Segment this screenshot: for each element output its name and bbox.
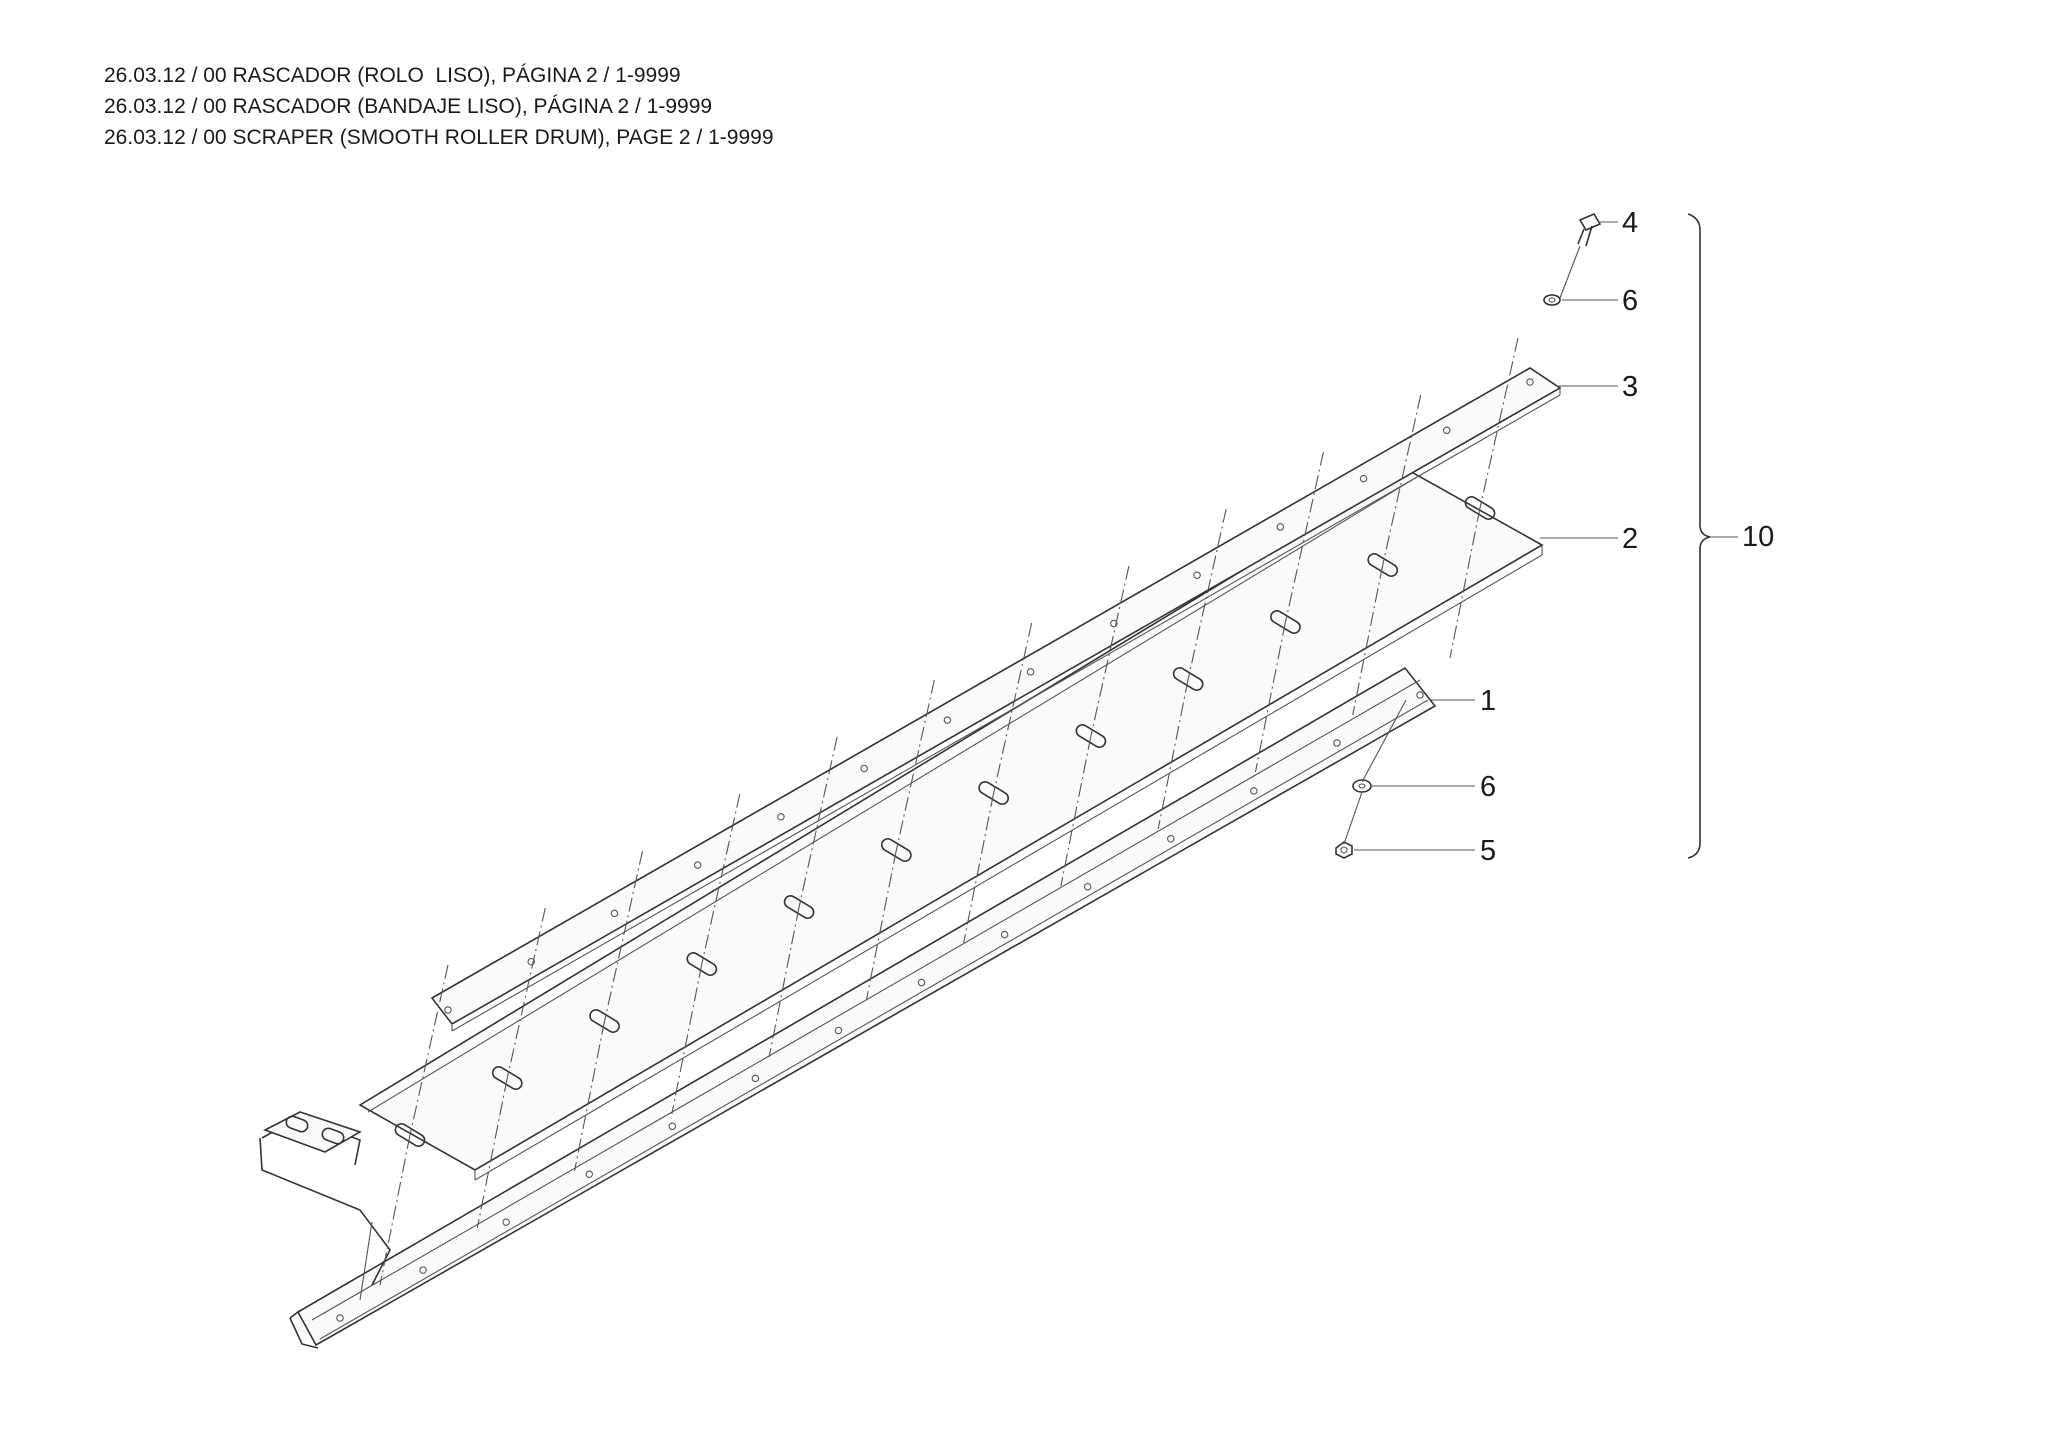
hole [336,1314,344,1322]
slot [783,895,815,919]
hole [693,861,702,869]
assembly-line [895,679,935,851]
hole [527,957,535,966]
slot [880,838,912,862]
hole [751,1074,760,1083]
hole [777,813,785,821]
assembly-line [1187,508,1227,680]
assembly-line [1352,564,1384,716]
hole [1250,787,1258,795]
callout-4: 4 [1622,207,1638,239]
callout-6-lower: 6 [1480,771,1496,803]
bolt-holes [336,378,1534,1322]
assembly-line [701,793,741,965]
assembly-line [1382,394,1422,566]
callout-1: 1 [1480,685,1496,717]
assembly-line [409,964,449,1136]
part-6-washer-upper [1543,294,1561,306]
slot [1464,496,1496,520]
slot [1367,553,1399,577]
header-line-pt: 26.03.12 / 00 RASCADOR (ROLO LISO), PÁGI… [104,64,681,87]
frame-bracket [259,1111,391,1301]
assembly-line [1479,337,1519,509]
assembly-line [604,850,644,1022]
hole [1167,835,1175,843]
slot [1270,610,1301,634]
assembly-line [574,1020,606,1172]
hole [834,1026,843,1035]
assembly-line [1254,621,1286,773]
hole [860,764,868,773]
hole [1359,474,1368,483]
part-1-angle-bar [289,666,1437,1349]
hole [444,1006,452,1014]
assembly-line [379,1134,411,1286]
assembly-line [963,792,995,944]
assembly-line [768,906,800,1058]
callout-5: 5 [1480,835,1496,867]
assembly-line [993,622,1033,794]
assembly-line [1060,735,1092,887]
hole [1193,571,1201,579]
assembly-line [476,1077,508,1229]
leader-lines [1343,213,1738,859]
callout-6-upper: 6 [1622,285,1638,317]
slot [686,952,718,976]
header-line-es: 26.03.12 / 00 RASCADOR (BANDAJE LISO), P… [104,95,713,118]
hole [610,909,619,918]
slot [1172,667,1204,691]
assembly-line [1449,507,1481,659]
assembly-line [506,907,546,1079]
assembly-lines [379,337,1519,1286]
assembly-line [865,849,897,1001]
callout-2: 2 [1622,523,1638,555]
hole [1083,882,1092,891]
hole [1416,691,1424,699]
hole [1026,668,1035,676]
assembly-line [671,963,703,1115]
slot [394,1123,426,1147]
part-5-nut [1335,841,1353,859]
hole [1443,426,1451,435]
slot [1075,724,1107,748]
page-header: 26.03.12 / 00 RASCADOR (ROLO LISO), PÁGI… [104,60,774,153]
header-line-en: 26.03.12 / 00 SCRAPER (SMOOTH ROLLER DRU… [104,126,774,149]
hole [1000,930,1009,939]
callout-10: 10 [1742,521,1774,553]
hole [585,1170,593,1178]
assembly-line [1090,565,1130,737]
hole [1333,739,1341,747]
hole [668,1122,677,1131]
assembly-line [1284,451,1324,623]
hole [419,1266,427,1274]
part-4-bolt [1559,212,1602,299]
part-3-strip [430,367,1562,1032]
assembly-line [1157,678,1189,830]
part-2-blade [358,469,1544,1181]
hole [1276,523,1285,531]
hole [917,978,926,987]
slot [589,1009,620,1033]
hole [1526,378,1534,386]
slot [978,781,1010,805]
slot [491,1066,523,1090]
hole [502,1218,510,1226]
part-2-slots [394,496,1496,1147]
callout-3: 3 [1622,371,1638,403]
assembly-line [798,736,838,908]
hole [943,716,952,724]
hole [1110,619,1118,628]
